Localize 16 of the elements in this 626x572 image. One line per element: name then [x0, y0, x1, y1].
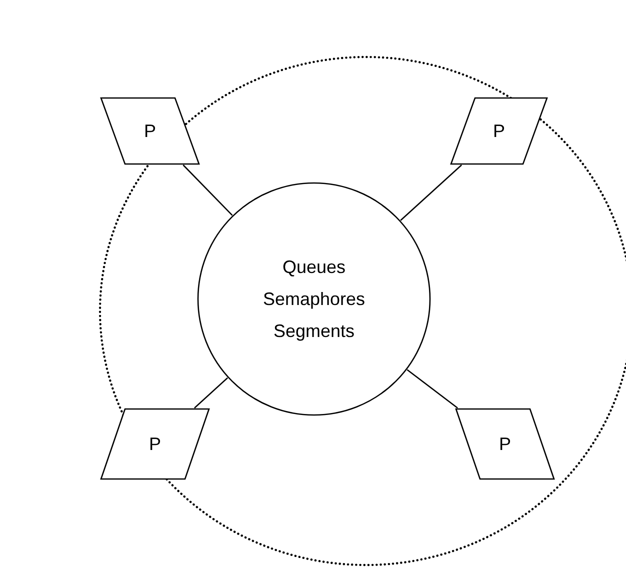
- node-label: P: [144, 122, 156, 140]
- connector-line: [194, 377, 228, 408]
- process-parallelogram: [100, 97, 200, 165]
- connector-line: [182, 164, 233, 216]
- node-label: P: [498, 435, 511, 453]
- node-label: P: [148, 435, 161, 453]
- process-parallelogram: [100, 408, 210, 480]
- node-label: P: [492, 122, 505, 140]
- resource-circle: [197, 182, 431, 416]
- process-parallelogram: [455, 408, 555, 480]
- node-label: Semaphores: [262, 290, 366, 308]
- node-label: Segments: [273, 322, 355, 340]
- node-label: Queues: [282, 258, 346, 276]
- connector-line: [406, 369, 458, 409]
- process-parallelogram: [450, 97, 548, 165]
- connector-line: [400, 164, 462, 221]
